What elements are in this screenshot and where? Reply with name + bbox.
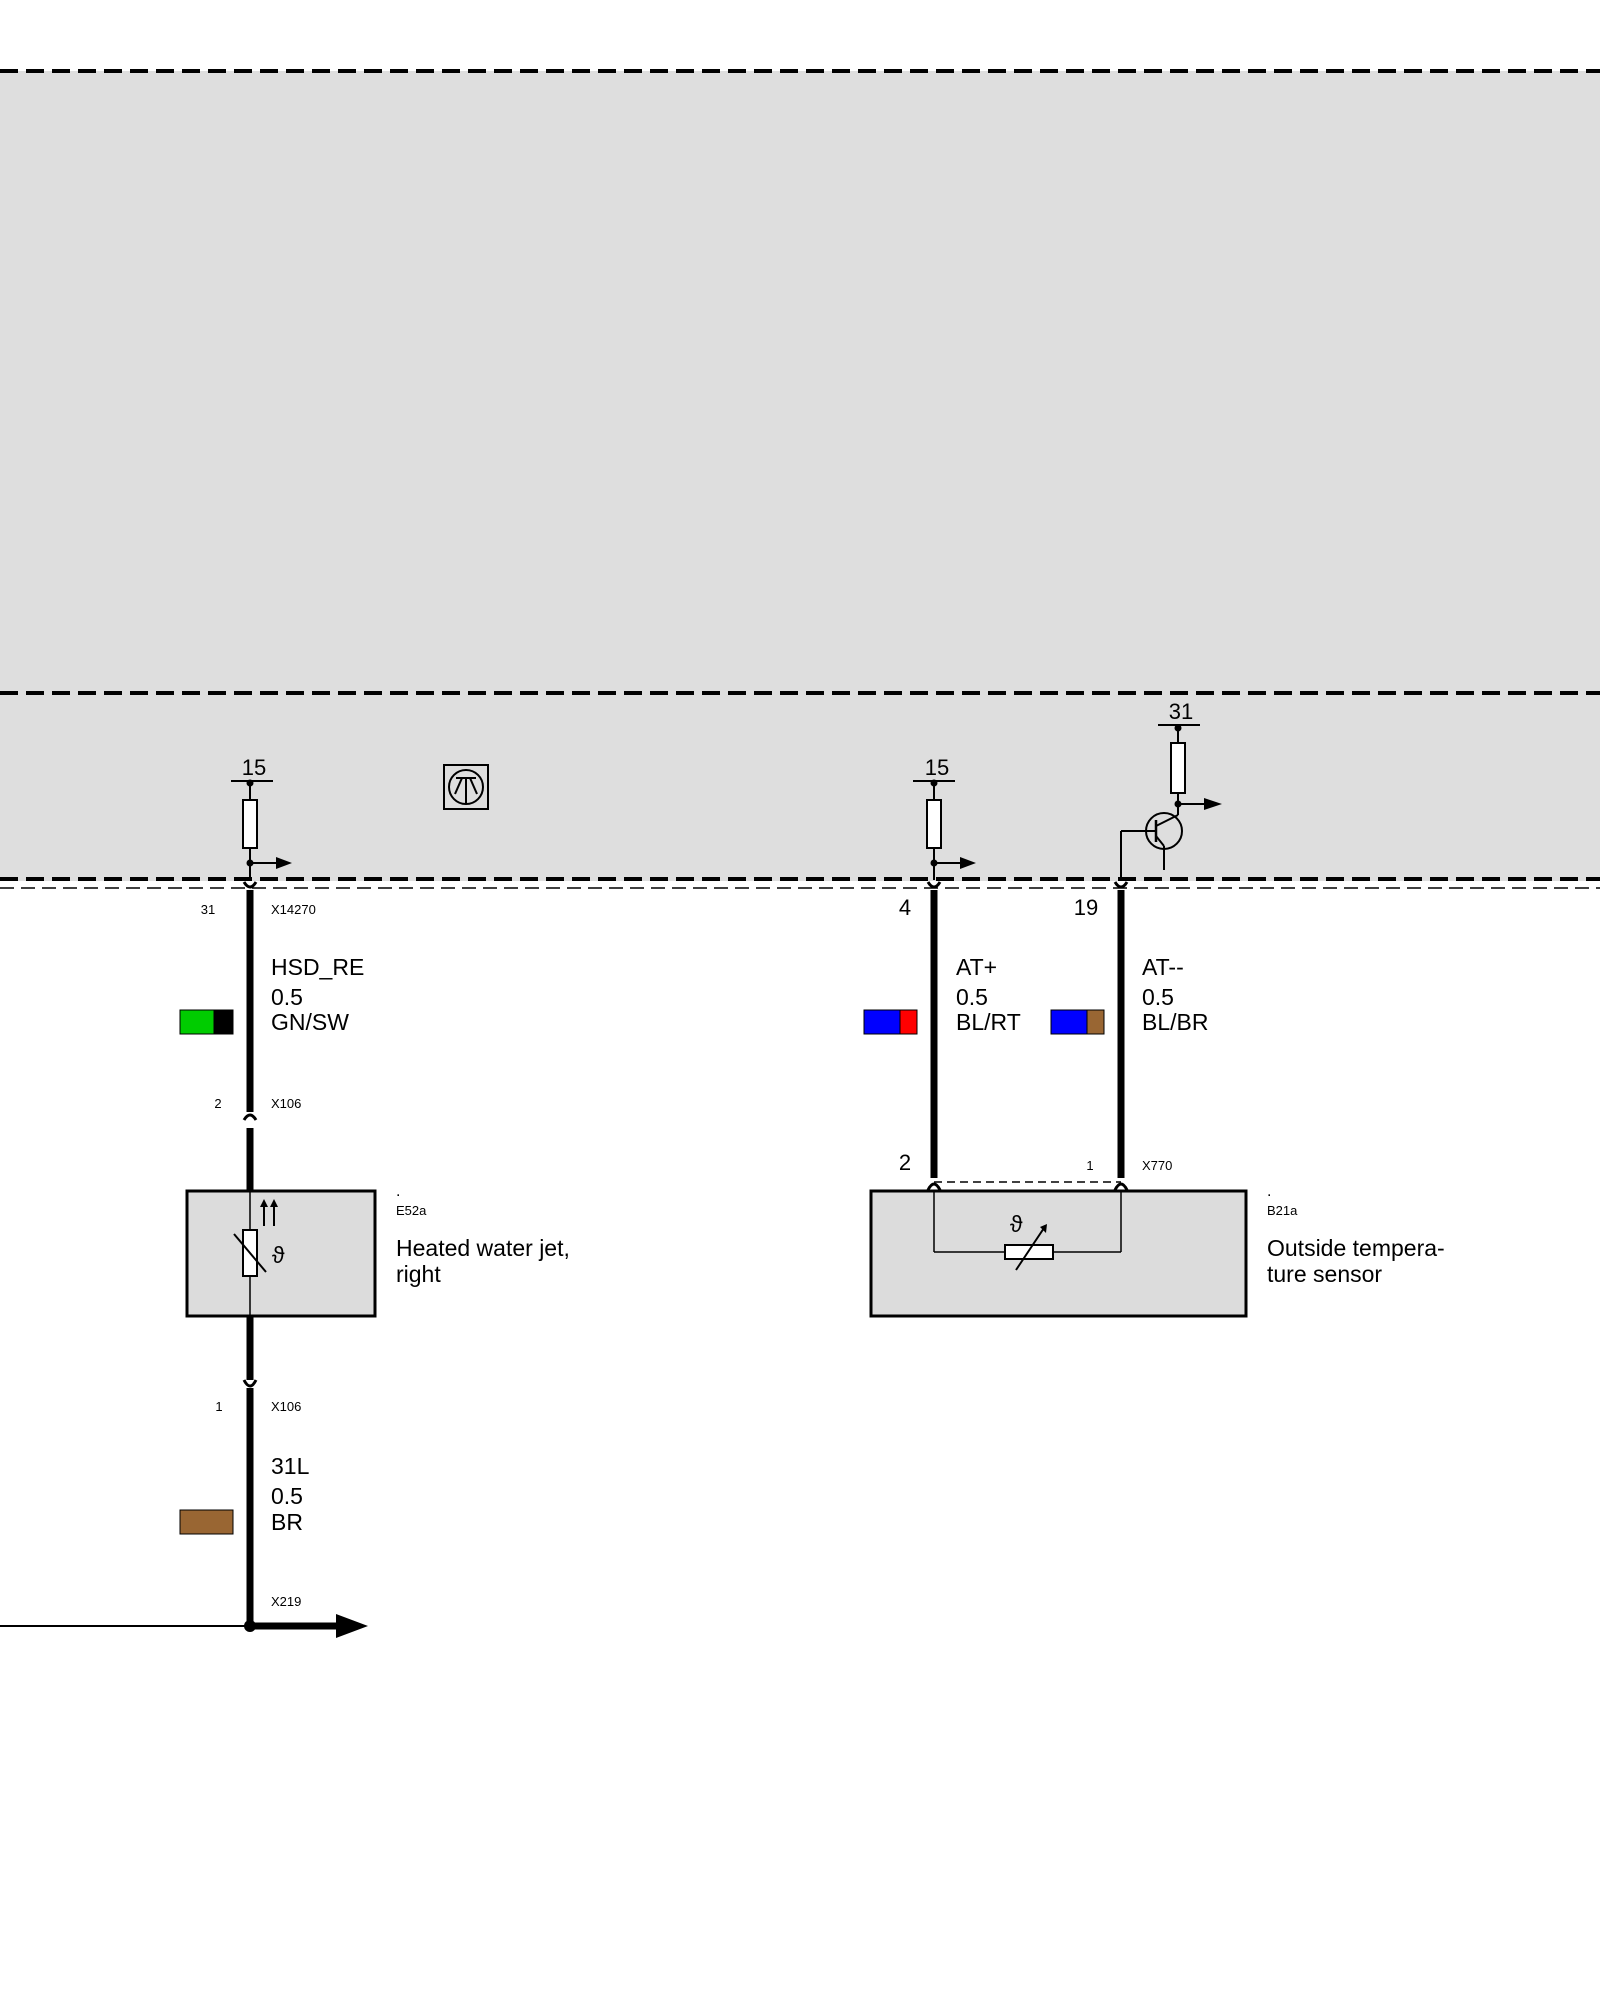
wire-name: HSD_RE xyxy=(271,954,364,980)
component-b21a xyxy=(869,1189,1248,1318)
ntc-thermistor-icon: ϑ xyxy=(933,1191,1122,1271)
supply-terminal-label: 15 xyxy=(242,755,266,780)
connector-label: X14270 xyxy=(271,902,316,917)
transistor-output-icon xyxy=(443,764,489,810)
svg-text:ϑ: ϑ xyxy=(272,1242,285,1268)
component-description-line1: Outside tempera- xyxy=(1267,1235,1445,1261)
connector-label: X106 xyxy=(271,1399,301,1414)
svg-text:ϑ: ϑ xyxy=(1010,1211,1023,1237)
module-background xyxy=(0,71,1600,881)
wire-color-code: GN/SW xyxy=(271,1009,349,1035)
component-id: E52a xyxy=(396,1203,427,1218)
wire-color-code: BR xyxy=(271,1509,303,1535)
wire-name: AT-- xyxy=(1142,954,1184,980)
pullup-resistor-icon xyxy=(926,799,942,849)
pin-label: 1 xyxy=(1086,1158,1093,1173)
wire-name: 31L xyxy=(271,1453,310,1479)
pin-label: 31 xyxy=(201,902,215,917)
pin-label: 1 xyxy=(215,1399,222,1414)
wire-gauge: 0.5 xyxy=(956,984,988,1010)
wire-gauge: 0.5 xyxy=(271,1483,303,1509)
wire-color-swatch xyxy=(863,1009,918,1035)
supply-terminal-label: 31 xyxy=(1169,699,1193,724)
control-module xyxy=(0,69,1600,889)
component-dot: . xyxy=(1267,1183,1271,1200)
ground-continuation-arrow-icon xyxy=(336,1614,368,1638)
signal-output-arrow-icon xyxy=(276,857,292,869)
pin-label: 19 xyxy=(1074,895,1098,920)
wire-color-swatch xyxy=(179,1509,234,1535)
signal-output-arrow-icon xyxy=(1204,798,1222,810)
wire-gauge: 0.5 xyxy=(1142,984,1174,1010)
wire-color-swatch xyxy=(1050,1009,1105,1035)
wire-name: AT+ xyxy=(956,954,997,980)
component-description-line1: Heated water jet, xyxy=(396,1235,570,1261)
pulldown-resistor-icon xyxy=(1170,742,1186,794)
wire-color-swatch xyxy=(179,1009,234,1035)
component-id: B21a xyxy=(1267,1203,1298,1218)
pullup-resistor-icon xyxy=(242,799,258,849)
component-e52a xyxy=(185,1189,377,1318)
connector-label: X106 xyxy=(271,1096,301,1111)
signal-output-arrow-icon xyxy=(960,857,976,869)
wire-color-code: BL/BR xyxy=(1142,1009,1208,1035)
wire-color-code: BL/RT xyxy=(956,1009,1021,1035)
circuit-right: 15 31 4 19 xyxy=(863,699,1445,1318)
heating-resistor-icon: ϑ xyxy=(233,1199,285,1277)
pin-label: 2 xyxy=(214,1096,221,1111)
pin-label: 4 xyxy=(899,895,911,920)
connector-label: X219 xyxy=(271,1594,301,1609)
component-dot: . xyxy=(396,1183,400,1200)
pin-label: 2 xyxy=(899,1150,911,1175)
wire-gauge: 0.5 xyxy=(271,984,303,1010)
transistor-icon xyxy=(1120,812,1183,880)
connector-label: X770 xyxy=(1142,1158,1172,1173)
circuit-left: 15 31 X14270 HSD_RE 0.5 GN/SW 2 X106 xyxy=(0,755,570,1638)
component-description-line2: ture sensor xyxy=(1267,1261,1382,1287)
supply-terminal-label: 15 xyxy=(925,755,949,780)
component-description-line2: right xyxy=(396,1261,441,1287)
